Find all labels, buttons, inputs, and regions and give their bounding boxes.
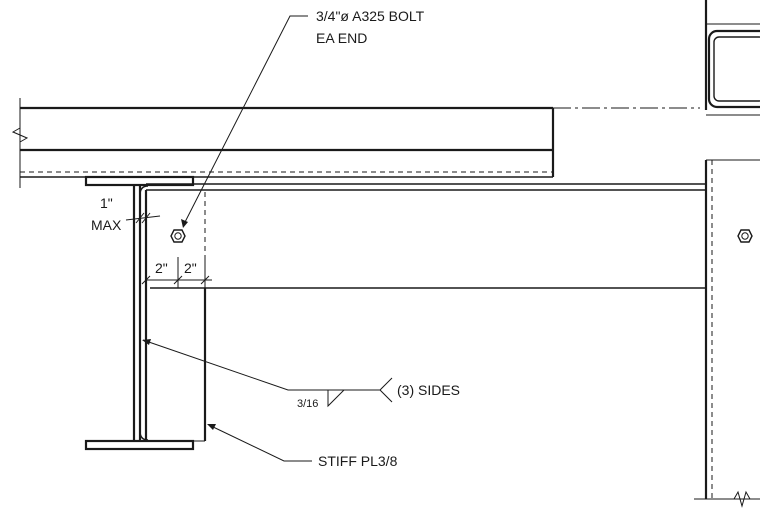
gap-note-line2: MAX <box>91 217 122 233</box>
right-column <box>694 0 760 508</box>
beam <box>146 183 706 289</box>
weld-tail <box>379 377 393 403</box>
stiffener-leader <box>207 424 312 462</box>
bolt-right <box>737 229 753 243</box>
deck-slab <box>11 98 700 188</box>
bolt-leader <box>181 15 308 228</box>
stiffener-label: STIFF PL3/8 <box>318 453 398 469</box>
break-symbol-left <box>11 127 29 143</box>
break-symbol-bottom <box>733 490 751 508</box>
gap-note-line1: 1" <box>100 195 113 211</box>
dim-right-label: 2" <box>184 260 197 276</box>
edge-distance-dimension <box>141 257 212 288</box>
bolt-note-line1: 3/4"ø A325 BOLT <box>316 8 425 24</box>
tube-section <box>707 29 760 109</box>
steel-column-section <box>84 175 207 451</box>
weld-symbol <box>142 339 393 408</box>
weld-sides-label: (3) SIDES <box>397 382 460 398</box>
bolt-note-line2: EA END <box>316 30 367 46</box>
bottom-flange <box>84 439 195 451</box>
bolt-left <box>170 229 186 243</box>
gap-dimension <box>125 212 161 224</box>
dim-left-label: 2" <box>155 260 168 276</box>
tube-inner-wall <box>713 36 760 102</box>
weld-size-label: 3/16 <box>297 398 318 410</box>
fillet-weld-triangle <box>327 389 345 408</box>
